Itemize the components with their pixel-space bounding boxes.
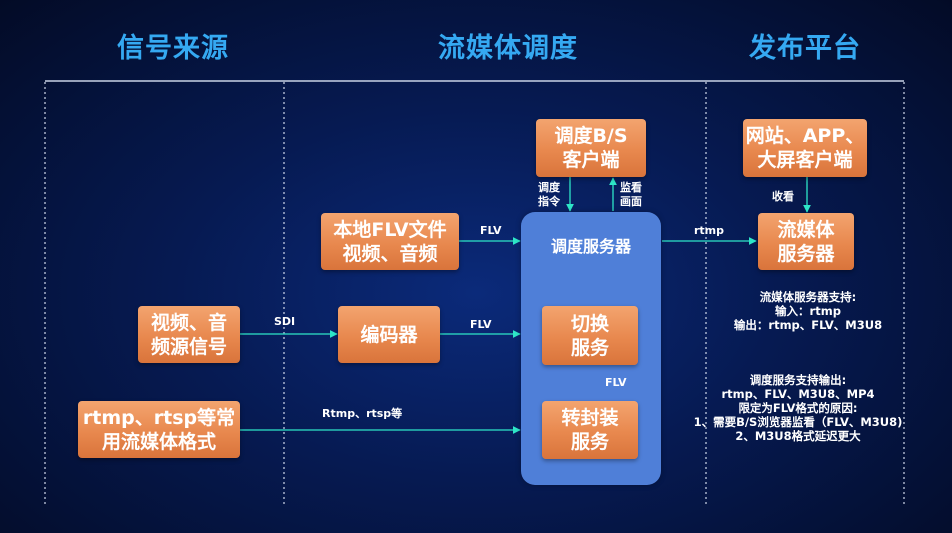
transcode-service-box: 转封装服务 [542, 401, 638, 459]
web-app-client-box: 网站、APP、大屏客户端 [743, 119, 867, 177]
label-flv-up: FLV [605, 376, 627, 389]
label-sdi: SDI [274, 315, 296, 328]
label-monitor: 监看画面 [620, 181, 642, 208]
header-streaming-dispatch: 流媒体调度 [438, 33, 578, 64]
header-publish-platform: 发布平台 [749, 33, 861, 64]
stream-formats-box: rtmp、rtsp等常用流媒体格式 [78, 401, 240, 458]
label-dispatch-cmd: 调度指令 [538, 181, 560, 208]
label-rtmp-rtsp: Rtmp、rtsp等 [322, 407, 403, 420]
encoder-box: 编码器 [338, 306, 440, 363]
label-flv-encoder: FLV [470, 318, 492, 331]
label-rtmp-out: rtmp [694, 224, 725, 237]
local-flv-box: 本地FLV文件视频、音频 [321, 213, 459, 270]
media-server-box: 流媒体服务器 [758, 213, 854, 270]
header-signal-source: 信号来源 [117, 33, 229, 64]
dispatch-support-note: 调度服务支持输出: rtmp、FLV、M3U8、MP4 限定为FLV格式的原因:… [693, 373, 903, 443]
switch-service-box: 切换服务 [542, 306, 638, 365]
label-watch: 收看 [772, 190, 794, 203]
media-server-support-note: 流媒体服务器支持: 输入：rtmp 输出：rtmp、FLV、M3U8 [733, 290, 883, 332]
dispatch-server-title: 调度服务器 [550, 237, 631, 256]
label-flv-local: FLV [480, 224, 502, 237]
av-signal-box: 视频、音频源信号 [138, 306, 240, 363]
